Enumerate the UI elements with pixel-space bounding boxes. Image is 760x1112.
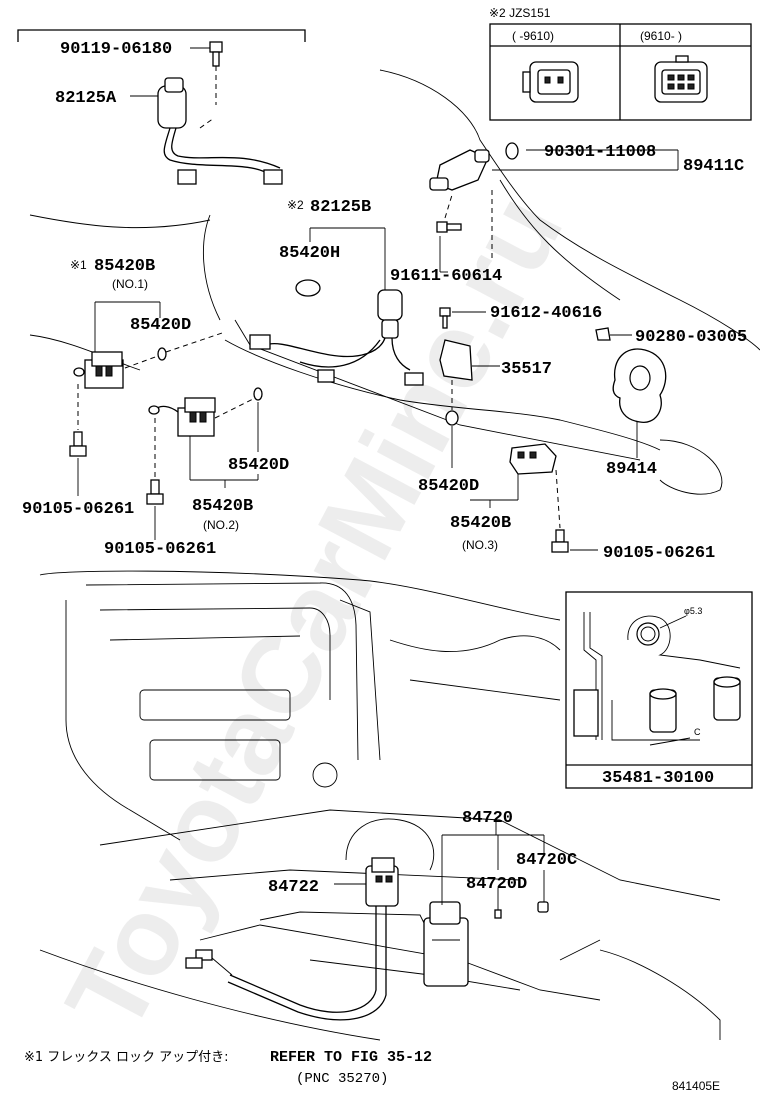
label-ref2: ※2	[287, 198, 304, 212]
label-91612: 91612-40616	[490, 304, 602, 323]
sensor-89411C-group	[429, 142, 679, 273]
dim-phi: φ5.3	[684, 606, 702, 616]
figure-id: 841405E	[672, 1079, 720, 1093]
background-outline	[29, 69, 760, 495]
sensor-82125A-group	[17, 29, 306, 185]
dim-c: C	[694, 727, 701, 737]
sensor-82125B-group	[249, 227, 424, 386]
label-90280: 90280-03005	[635, 328, 747, 347]
label-84720: 84720	[462, 809, 513, 828]
bracket-35517-group	[439, 307, 500, 426]
label-85420B-right: 85420B	[450, 514, 511, 533]
table-col2-header: (9610- )	[640, 29, 682, 43]
label-84720C: 84720C	[516, 851, 577, 870]
label-91611: 91611-60614	[390, 267, 502, 286]
footnote-pnc: (PNC 35270)	[296, 1071, 388, 1087]
shift-lock-switch-group	[185, 822, 549, 1021]
label-90105-a: 90105-06261	[22, 500, 134, 519]
sensor-85420B-no3-group	[451, 426, 598, 553]
connector-variant-table: ※2 JZS151 ( -9610) (9610- )	[489, 6, 752, 121]
label-85420B-top: 85420B	[94, 257, 155, 276]
connector-old-icon	[522, 61, 579, 103]
label-85420D-b: 85420D	[228, 456, 289, 475]
sensor-85420B-no1-group	[69, 301, 226, 496]
label-35517: 35517	[501, 360, 552, 379]
label-90105-b: 90105-06261	[104, 540, 216, 559]
part-89414-group	[595, 327, 667, 458]
label-ref1: ※1	[70, 258, 87, 272]
callout-labels: 90119-06180 82125A ※2 82125B 85420H ※1 8…	[22, 40, 747, 897]
label-no2: (NO.2)	[203, 518, 239, 532]
label-no3: (NO.3)	[462, 538, 498, 552]
label-85420D-c: 85420D	[418, 477, 479, 496]
label-84722: 84722	[268, 878, 319, 897]
label-85420D-a: 85420D	[130, 316, 191, 335]
label-82125A: 82125A	[55, 89, 117, 108]
table-col1-header: ( -9610)	[512, 29, 554, 43]
table-title: ※2 JZS151	[489, 6, 551, 20]
footnote-ref: REFER TO FIG 35-12	[270, 1049, 432, 1066]
label-no1: (NO.1)	[112, 277, 148, 291]
label-89414: 89414	[606, 460, 657, 479]
label-89411C: 89411C	[683, 157, 744, 176]
label-90105-c: 90105-06261	[603, 544, 715, 563]
connector-new-icon	[654, 55, 708, 103]
footnote-jp: ※1 フレックス ロック アップ付き:	[24, 1050, 229, 1065]
footnote: ※1 フレックス ロック アップ付き: REFER TO FIG 35-12 (…	[24, 1049, 720, 1093]
label-90119: 90119-06180	[60, 40, 172, 59]
label-85420H: 85420H	[279, 244, 340, 263]
label-84720D: 84720D	[466, 875, 527, 894]
detail-inset-35481: φ5.3 C 35481-30100	[565, 591, 753, 789]
label-85420B-mid: 85420B	[192, 497, 253, 516]
label-35481: 35481-30100	[602, 769, 714, 788]
label-90301: 90301-11008	[544, 143, 656, 162]
label-82125B: 82125B	[310, 198, 371, 217]
sensor-85420B-no2-group	[146, 387, 263, 540]
